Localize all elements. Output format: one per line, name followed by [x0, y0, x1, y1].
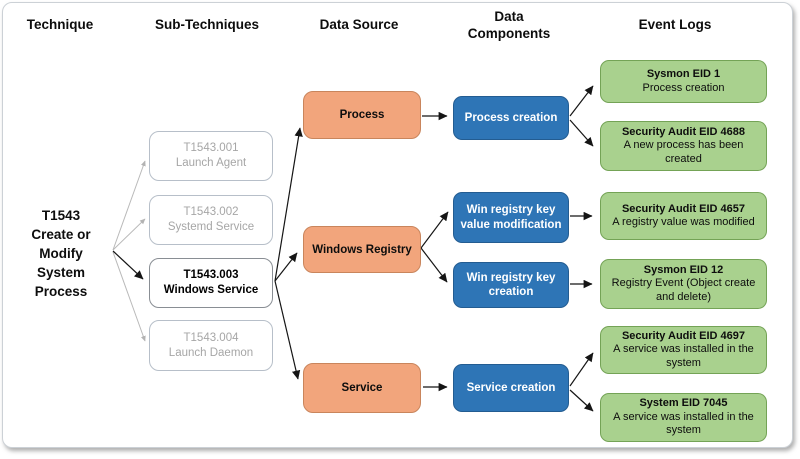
eventlog-title: Security Audit EID 4688 [621, 125, 746, 138]
component-box-winreg-creation: Win registry key creation [453, 262, 569, 308]
header-data-components: Data Components [467, 9, 551, 41]
subtech-box-t1543-003: T1543.003 Windows Service [149, 258, 273, 308]
eventlog-desc: A service was installed in the system [613, 410, 754, 437]
technique-node: T1543 Create or Modify System Process [31, 208, 91, 299]
datasource-box-windows-registry: Windows Registry [303, 226, 421, 273]
eventlog-desc: A new process has been created [623, 139, 744, 165]
subtech-box-t1543-002: T1543.002 Systemd Service [149, 195, 273, 245]
edge-technique-004 [112, 251, 146, 342]
eventlog-box-sysmon-1: Sysmon EID 1 Process creation [600, 60, 767, 103]
eventlog-box-audit-4657: Security Audit EID 4657 A registry value… [600, 192, 767, 240]
header-sub-techniques: Sub-Techniques [154, 17, 260, 32]
eventlog-desc: Registry Event (Object create and delete… [611, 277, 756, 303]
edge-technique-002 [112, 218, 146, 251]
edge-003-process [274, 127, 303, 282]
edge-svccreation-system7045 [569, 389, 594, 412]
edge-technique-003 [112, 250, 144, 280]
subtech-box-t1543-001: T1543.001 Launch Agent [149, 131, 273, 181]
eventlog-desc: Process creation [642, 81, 725, 94]
header-event-logs: Event Logs [638, 17, 712, 32]
edge-proccreation-audit4688 [569, 119, 594, 147]
edge-proccreation-sysmon1 [569, 85, 594, 117]
datasource-box-service: Service [303, 363, 421, 413]
subtech-name: Windows Service [163, 284, 259, 296]
header-technique: Technique [26, 17, 94, 32]
subtech-id: T1543.003 [183, 269, 239, 281]
eventlog-desc: A service was installed in the system [613, 343, 754, 369]
subtech-box-t1543-004: T1543.004 Launch Daemon [149, 320, 273, 371]
eventlog-desc: A registry value was modified [612, 216, 755, 228]
subtech-id: T1543.002 [183, 206, 239, 218]
eventlog-box-audit-4688: Security Audit EID 4688 A new process ha… [600, 121, 767, 171]
component-box-service-creation: Service creation [453, 364, 569, 412]
subtech-name: Systemd Service [167, 221, 255, 233]
subtech-name: Launch Daemon [168, 346, 254, 359]
datasource-box-process: Process [303, 91, 421, 139]
subtech-name: Launch Agent [175, 157, 247, 169]
eventlog-box-sysmon-12: Sysmon EID 12 Registry Event (Object cre… [600, 259, 767, 309]
eventlog-title: Sysmon EID 1 [646, 68, 721, 80]
eventlog-title: System EID 7045 [639, 397, 728, 410]
subtech-id: T1543.001 [183, 142, 239, 154]
edge-svccreation-audit4697 [569, 352, 594, 387]
subtech-id: T1543.004 [183, 331, 239, 344]
component-box-process-creation: Process creation [453, 96, 569, 140]
eventlog-title: Sysmon EID 12 [643, 263, 724, 276]
edge-003-winregistry [274, 252, 298, 282]
edge-winreg-valuemod [420, 211, 449, 249]
eventlog-box-audit-4697: Security Audit EID 4697 A service was in… [600, 326, 767, 374]
eventlog-box-system-7045: System EID 7045 A service was installed … [600, 393, 767, 442]
edge-winreg-keycreation [420, 247, 448, 283]
header-data-source: Data Source [319, 17, 399, 32]
diagram-card: Technique Sub-Techniques Data Source Dat… [2, 2, 793, 448]
component-box-winreg-value-mod: Win registry key value modification [453, 192, 569, 243]
edge-technique-001 [112, 160, 146, 251]
eventlog-title: Security Audit EID 4697 [621, 329, 746, 342]
edge-003-service [274, 280, 301, 380]
eventlog-title: Security Audit EID 4657 [621, 202, 746, 215]
